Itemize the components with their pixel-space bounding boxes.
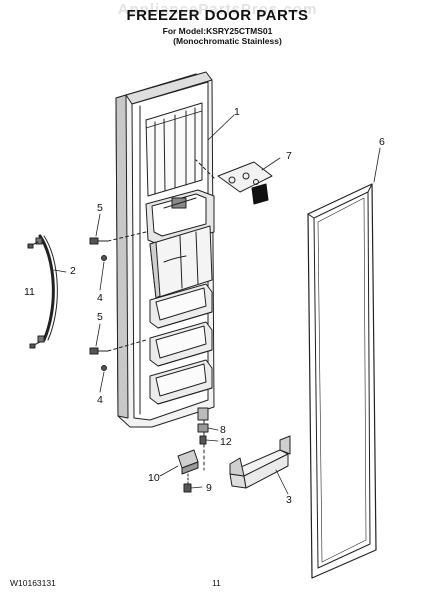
part-5-4-fasteners	[89, 231, 147, 371]
callout-12: 12	[220, 436, 232, 448]
watermark: AppliancePartsPros.com	[117, 1, 318, 18]
callout-8: 8	[220, 424, 226, 436]
part-7-bracket	[195, 159, 273, 205]
part-10-9-hinge-block	[177, 449, 199, 493]
callout-10: 10	[148, 472, 160, 484]
callout-4-second: 4	[97, 394, 103, 406]
callout-7: 7	[286, 150, 292, 162]
page-title: FREEZER DOOR PARTS	[126, 7, 309, 24]
callout-3: 3	[286, 494, 292, 506]
leader-lines	[53, 114, 381, 495]
callout-11: 11	[24, 286, 35, 298]
part-6-door-gasket	[307, 183, 377, 579]
part-8-12-hinge-hardware	[197, 419, 209, 471]
callout-9: 9	[206, 482, 212, 494]
footer-part-code: W10163131	[10, 578, 56, 588]
part-3-door-bin	[229, 435, 291, 489]
callout-4: 4	[97, 292, 103, 304]
freezer-door-assembly	[115, 71, 215, 428]
callout-6: 6	[379, 136, 385, 148]
callout-5: 5	[97, 202, 103, 214]
finish-line: (Monochromatic Stainless)	[173, 36, 282, 46]
callout-5-second: 5	[97, 311, 103, 323]
part-2-handle	[27, 234, 58, 349]
callout-1: 1	[234, 106, 240, 118]
callout-2: 2	[70, 265, 76, 277]
model-line: For Model:KSRY25CTMS01	[162, 26, 273, 36]
footer-page-number: 11	[212, 578, 221, 588]
